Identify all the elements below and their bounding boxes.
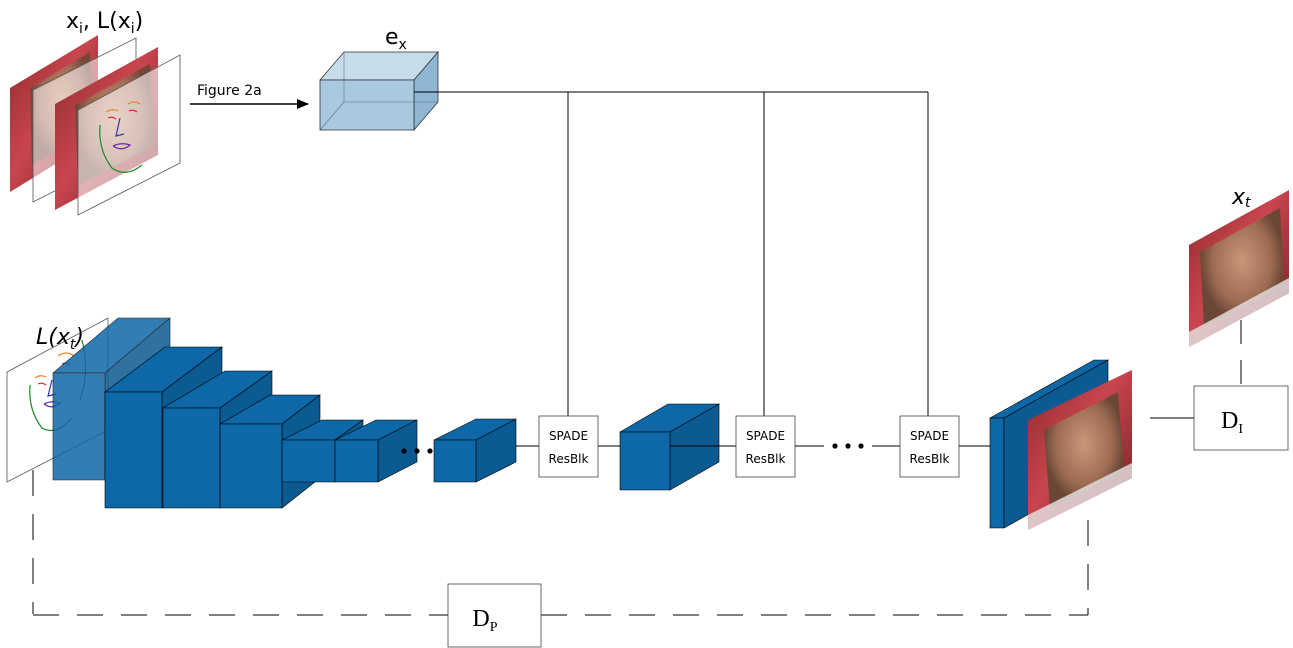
target-image-label: xt xyxy=(1231,185,1251,211)
embedding-vector-cube xyxy=(319,50,439,132)
svg-text:ResBlk: ResBlk xyxy=(746,452,786,466)
landmark-strokes-source xyxy=(99,101,143,173)
spade-resblk-3: SPADE ResBlk xyxy=(899,415,960,478)
target-landmark-label: L(xt) xyxy=(36,325,84,353)
svg-text:DP: DP xyxy=(472,606,497,635)
pair-discriminator-dashed-path xyxy=(32,470,1089,616)
image-discriminator: DI xyxy=(1193,385,1289,451)
bottleneck-block xyxy=(433,418,517,483)
pair-discriminator: DP xyxy=(447,583,542,648)
svg-text:SPADE: SPADE xyxy=(549,429,588,443)
encoder-block-6 xyxy=(334,419,418,483)
embedder-arrow-label: Figure 2a xyxy=(197,83,262,99)
downsampling-encoder-blocks xyxy=(52,317,418,509)
landmark-sheet-front xyxy=(77,54,181,216)
decoder-block xyxy=(618,403,721,491)
svg-text:SPADE: SPADE xyxy=(910,429,949,443)
svg-text:SPADE: SPADE xyxy=(746,429,785,443)
source-inputs-label: xi, L(xi) xyxy=(66,9,143,37)
spade-resblk-2: SPADE ResBlk xyxy=(735,415,796,478)
spade-resblk-1: SPADE ResBlk xyxy=(538,415,599,478)
embedding-injection-lines xyxy=(414,91,929,416)
embedding-label: ex xyxy=(385,25,407,53)
ground-truth-target-image xyxy=(1189,190,1289,347)
svg-text:ResBlk: ResBlk xyxy=(910,452,950,466)
ellipsis-dots-encoder xyxy=(401,448,433,454)
ellipsis-dots-decoder xyxy=(832,443,864,449)
svg-text:DI: DI xyxy=(1221,408,1243,437)
output-block-and-image xyxy=(988,359,1132,530)
svg-text:ResBlk: ResBlk xyxy=(549,452,589,466)
source-frames-stack xyxy=(10,35,181,216)
